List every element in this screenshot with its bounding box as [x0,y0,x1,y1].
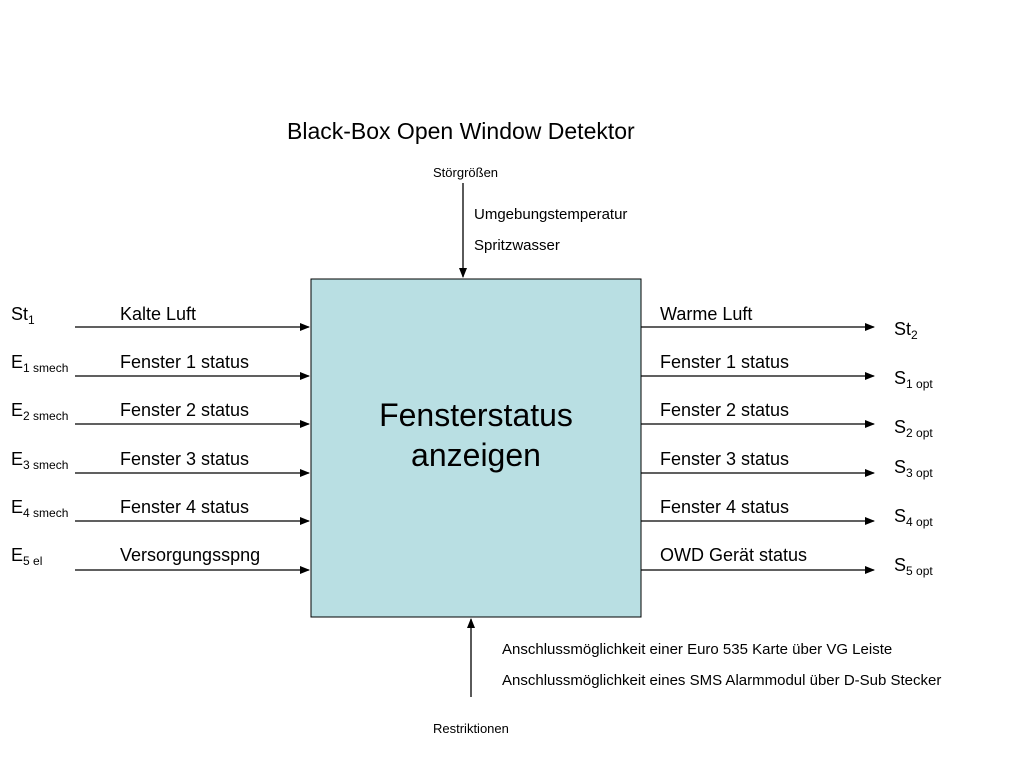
restriction-item: Anschlussmöglichkeit einer Euro 535 Kart… [502,641,893,658]
input-variable-subscript: 1 smech [23,361,69,375]
input-variable: St1 [11,304,35,326]
output-arrows [641,323,875,574]
input-variable-subscript: 5 el [23,554,43,568]
restrictions-label: Restriktionen [433,721,509,736]
input-variable: E5 el [11,545,42,567]
output-label: Fenster 4 status [660,497,790,517]
input-label: Fenster 3 status [120,449,250,469]
output-variable: S3 opt [894,457,933,479]
output-variable-symbol: S [894,417,907,437]
input-variable: E2 smech [11,400,68,422]
restriction-item: Anschlussmöglichkeit eines SMS Alarmmodu… [502,672,942,689]
output-variable: St2 [894,319,918,341]
diagram-title: Black-Box Open Window Detektor [287,118,635,144]
output-variable-subscript: 5 opt [906,564,933,578]
input-variable-symbol: St [11,304,29,324]
output-variable-subscript: 4 opt [906,515,933,529]
input-variable-symbol: E [11,400,24,420]
output-variable-subscript: 2 [911,328,918,342]
output-variable-symbol: S [894,555,907,575]
input-variable: E4 smech [11,497,68,519]
disturbance-item: Umgebungstemperatur [474,206,628,223]
input-arrows [75,323,310,574]
process-box-line-2: anzeigen [411,437,541,473]
output-label: Warme Luft [660,304,753,324]
output-variable-subscript: 2 opt [906,426,933,440]
output-label: Fenster 3 status [660,449,790,469]
input-variable-symbol: E [11,449,24,469]
process-box [310,278,642,618]
input-variable-symbol: E [11,497,24,517]
input-label: Fenster 2 status [120,400,250,420]
input-variable-subscript: 3 smech [23,458,69,472]
output-variable-symbol: S [894,368,907,388]
output-variable: S5 opt [894,555,933,577]
output-variable-subscript: 3 opt [906,466,933,480]
input-label: Kalte Luft [120,304,197,324]
output-variable: S4 opt [894,506,933,528]
output-label: Fenster 1 status [660,352,790,372]
input-variable-symbol: E [11,352,24,372]
output-variable-subscript: 1 opt [906,377,933,391]
input-variable-symbol: E [11,545,24,565]
process-box-label: Fensterstatus anzeigen [311,279,641,617]
disturbances-label: Störgrößen [433,165,499,180]
output-variable-symbol: S [894,457,907,477]
output-variable-symbol: St [894,319,912,339]
disturbance-item: Spritzwasser [474,237,560,254]
output-label: Fenster 2 status [660,400,790,420]
output-label: OWD Gerät status [660,545,808,565]
input-variable-subscript: 4 smech [23,506,69,520]
output-variable: S1 opt [894,368,933,390]
output-variable-symbol: S [894,506,907,526]
input-variable-subscript: 2 smech [23,409,69,423]
output-variable: S2 opt [894,417,933,439]
input-label: Versorgungsspng [120,545,261,565]
input-variable: E3 smech [11,449,68,471]
input-variable-subscript: 1 [28,313,35,327]
process-box-line-1: Fensterstatus [379,397,573,433]
input-variable: E1 smech [11,352,68,374]
input-label: Fenster 1 status [120,352,250,372]
input-label: Fenster 4 status [120,497,250,517]
